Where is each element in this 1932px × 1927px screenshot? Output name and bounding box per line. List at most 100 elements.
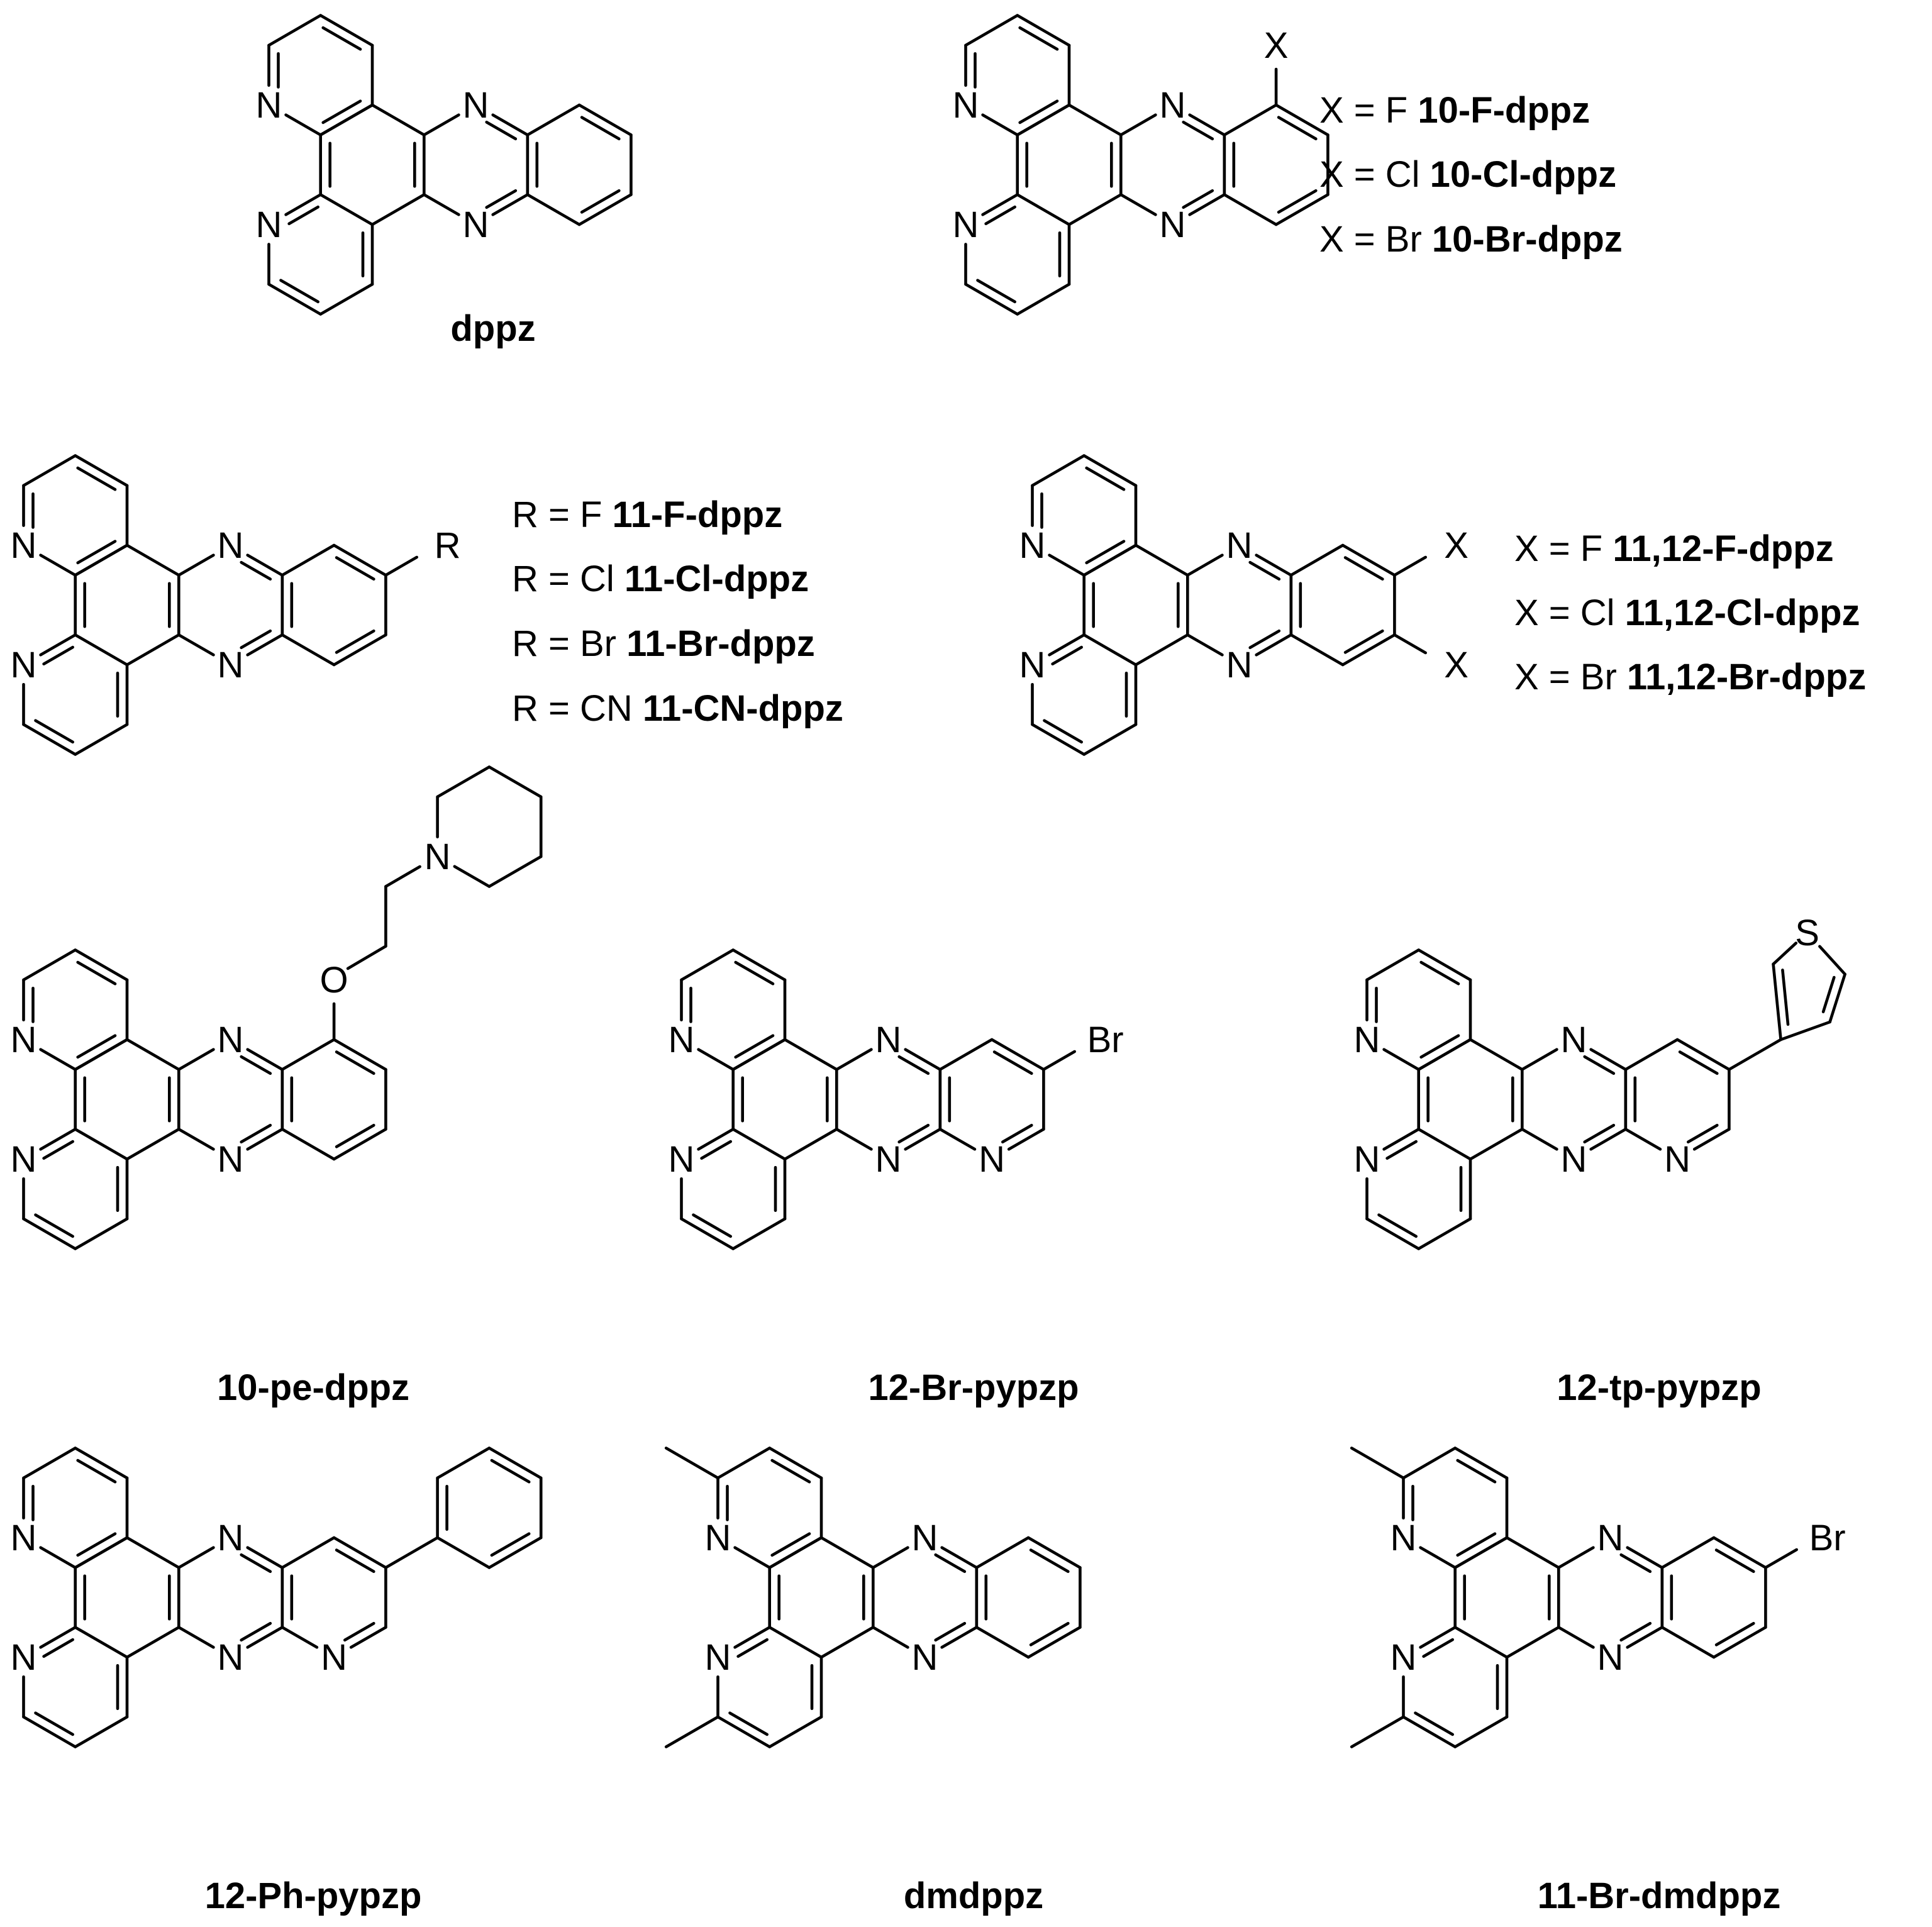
double-bond-line: [34, 719, 74, 744]
bond: [1402, 1447, 1457, 1480]
bond: [125, 633, 180, 667]
double-bond-line: [335, 629, 375, 654]
double-bond-line: [321, 99, 362, 125]
bond: [1468, 1128, 1524, 1161]
bond: [731, 1038, 787, 1071]
double-bond-line: [240, 560, 272, 581]
bond: [1341, 633, 1396, 667]
bond: [940, 1546, 979, 1569]
bond: [981, 193, 1019, 216]
double-bond-line: [1781, 969, 1790, 1026]
bond: [697, 1048, 735, 1071]
bond: [938, 1128, 977, 1151]
bond: [1082, 454, 1138, 487]
double-bond-line: [580, 116, 621, 141]
bond: [1557, 1546, 1595, 1569]
bond: [1188, 193, 1226, 216]
n-atom-label: N: [256, 204, 282, 245]
bond: [1016, 103, 1071, 136]
n-atom-label: N: [953, 204, 979, 245]
double-bond-line: [1043, 719, 1083, 744]
double-bond-line: [692, 1213, 732, 1238]
bond: [1007, 1128, 1045, 1151]
bond: [246, 1546, 284, 1569]
bond: [768, 1715, 823, 1748]
double-bond-line: [734, 960, 775, 986]
bond: [349, 1626, 387, 1649]
double-bond-line: [335, 1123, 375, 1148]
bond: [280, 1128, 336, 1161]
bond: [319, 14, 374, 47]
caption-12-Ph-pypzp: 12-Ph-pypzp: [205, 1875, 422, 1916]
bond: [280, 633, 336, 667]
bond: [526, 103, 581, 136]
n-atom-label: N: [1597, 1637, 1624, 1678]
methyl-bond: [1350, 1715, 1405, 1748]
n-atom-label: N: [875, 1139, 902, 1180]
bond: [1417, 1038, 1472, 1071]
double-bond-line: [287, 205, 320, 226]
bond: [1067, 103, 1123, 136]
bond: [1468, 1038, 1524, 1071]
double-bond-line: [1678, 1050, 1719, 1075]
variant-11-12-Cl-dppz: X = Cl 11,12-Cl-dppz: [1514, 592, 1860, 633]
n-atom-label: N: [11, 1637, 37, 1678]
n-atom-label: N: [1597, 1518, 1624, 1558]
bond: [872, 1546, 909, 1569]
bond: [125, 1038, 180, 1071]
bond: [904, 1048, 942, 1071]
double-bond-line: [1583, 1123, 1616, 1144]
n-atom-label: N: [669, 1139, 695, 1180]
double-bond-line: [321, 26, 362, 51]
bond: [246, 553, 284, 577]
bond: [1048, 553, 1085, 577]
bond: [1660, 1626, 1716, 1659]
double-bond-line: [700, 1140, 732, 1160]
bond: [1402, 1715, 1457, 1748]
bond: [284, 113, 323, 136]
double-bond-line: [736, 1638, 769, 1658]
bond: [1031, 454, 1085, 487]
piperidine-n-label: N: [425, 836, 451, 877]
bond: [267, 14, 323, 47]
double-bond-line: [1248, 629, 1281, 650]
bond: [332, 1038, 387, 1071]
bond: [1016, 282, 1071, 316]
bond: [74, 1128, 129, 1161]
bond: [1255, 553, 1293, 577]
n-atom-label: N: [1160, 85, 1186, 126]
bond: [731, 1217, 787, 1250]
double-bond-line: [240, 1553, 272, 1574]
bond: [1589, 1048, 1628, 1071]
n-atom-label: N: [1561, 1139, 1587, 1180]
bond: [74, 1626, 129, 1659]
bond: [680, 1217, 735, 1250]
bond: [332, 1128, 387, 1161]
n-atom-label: N: [669, 1019, 695, 1060]
double-bond-line: [34, 1213, 74, 1238]
bond: [177, 553, 215, 577]
n-atom-label: N: [463, 85, 489, 126]
double-bond-line: [984, 205, 1016, 226]
bond: [1188, 113, 1226, 136]
bond: [1712, 1626, 1767, 1659]
bond: [422, 113, 460, 136]
double-bond-line: [1343, 629, 1384, 654]
n-atom-label: N: [1664, 1139, 1690, 1180]
n-atom-label: N: [1354, 1019, 1380, 1060]
double-bond-line: [1687, 1123, 1719, 1144]
n-atom-label: N: [218, 1139, 244, 1180]
bond: [74, 454, 129, 487]
n-atom-label: N: [912, 1637, 938, 1678]
bond: [835, 1048, 873, 1071]
bond: [872, 1626, 909, 1649]
double-bond-line: [934, 1553, 967, 1574]
methyl-bond: [664, 1447, 719, 1480]
double-bond-line: [490, 1532, 531, 1557]
bond: [22, 1447, 77, 1480]
bond: [39, 633, 77, 657]
piperidine-bond: [487, 855, 543, 888]
bond: [938, 1038, 994, 1071]
double-bond-line: [1085, 540, 1126, 565]
bond: [716, 1715, 771, 1748]
